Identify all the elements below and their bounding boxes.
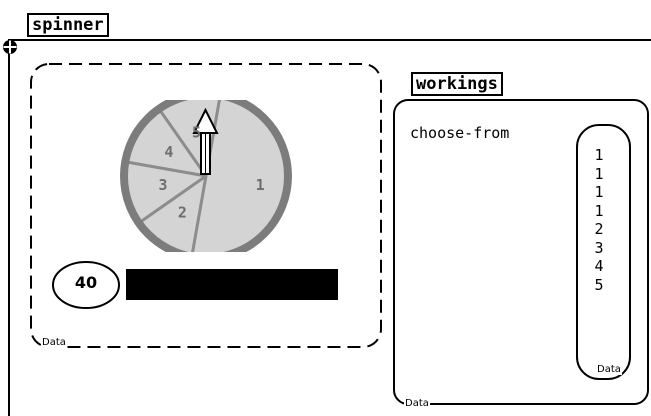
workings-list-item: 4 [587,257,611,276]
workings-list-item: 1 [587,202,611,221]
spinner-slice-label-1: 1 [256,176,265,194]
spinner-slice-label-5: 5 [192,124,201,142]
workings-data-label: Data [404,398,430,409]
workings-list-item: 3 [587,239,611,258]
workings-list-item: 2 [587,220,611,239]
workings-title[interactable]: workings [411,72,503,96]
workings-list-data-label: Data [596,364,622,375]
move-handle-icon[interactable] [1,38,19,56]
spinner-slice-label-4: 4 [164,143,173,161]
workings-expression: choose-from [410,124,509,142]
workings-list-item: 1 [587,165,611,184]
spinner-box-top-border [8,39,651,41]
counter-bar [126,269,338,300]
workings-list-item: 5 [587,276,611,295]
spinner-data-label: Data [41,337,67,348]
workings-list-item: 1 [587,183,611,202]
workings-list-item: 1 [587,146,611,165]
spinner-slice-label-2: 2 [178,204,187,222]
counter-value: 40 [56,273,116,293]
spinner-slice-label-3: 3 [159,176,168,194]
spinner-box-title[interactable]: spinner [27,13,109,37]
spinner-box-left-border [8,39,10,416]
